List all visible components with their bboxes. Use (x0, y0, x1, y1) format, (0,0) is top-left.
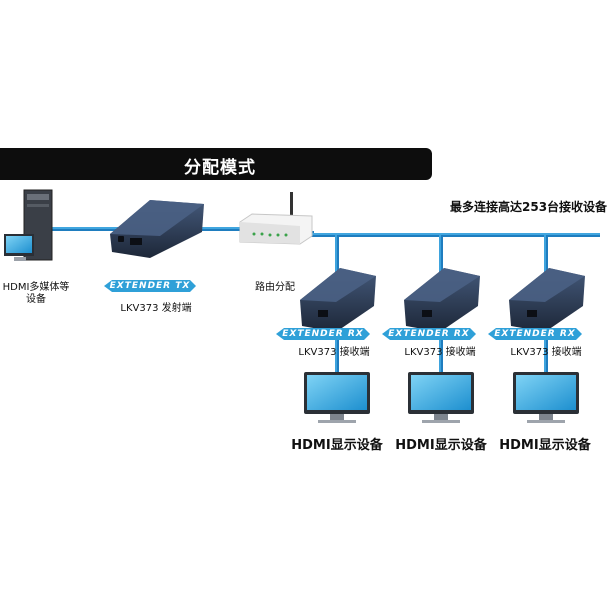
receiver-device-icon (509, 268, 585, 332)
cable-source-tx (52, 227, 118, 231)
router-label: 路由分配 (255, 282, 295, 293)
receiver-badge-text: EXTENDER RX (282, 329, 364, 339)
display-label: HDMI显示设备 (291, 438, 383, 453)
transmitter-badge-text: EXTENDER TX (109, 281, 191, 291)
display-monitor-icon (513, 372, 579, 423)
receiver-badge (276, 328, 370, 340)
receiver-device-icon (300, 268, 376, 332)
display-label: HDMI显示设备 (395, 438, 487, 453)
receiver-badge (488, 328, 582, 340)
display-monitor-icon (304, 372, 370, 423)
receiver-badge-text: EXTENDER RX (388, 329, 470, 339)
source-label-line1: HDMI多媒体等 (2, 282, 70, 293)
diagram-title: 分配模式 (184, 158, 256, 178)
receiver-label: LKV373 接收端 (298, 347, 370, 358)
max-receivers-note: 最多连接高达253台接收设备 (450, 200, 607, 214)
receiver-badge (382, 328, 476, 340)
router-icon (239, 192, 313, 245)
source-label-line2: 设备 (26, 294, 46, 305)
title-bar (0, 148, 432, 180)
receiver-device-icon (404, 268, 480, 332)
cable-tx-router (196, 227, 242, 231)
receiver-label: LKV373 接收端 (404, 347, 476, 358)
receiver-label: LKV373 接收端 (510, 347, 582, 358)
cable-distribution-bus (310, 231, 600, 237)
display-label: HDMI显示设备 (499, 438, 591, 453)
transmitter-label: LKV373 发射端 (120, 303, 192, 314)
transmitter-badge (104, 280, 196, 292)
receiver-badge-text: EXTENDER RX (494, 329, 576, 339)
transmitter-device-icon (110, 200, 204, 258)
display-monitor-icon (408, 372, 474, 423)
source-computer-icon (4, 189, 53, 261)
